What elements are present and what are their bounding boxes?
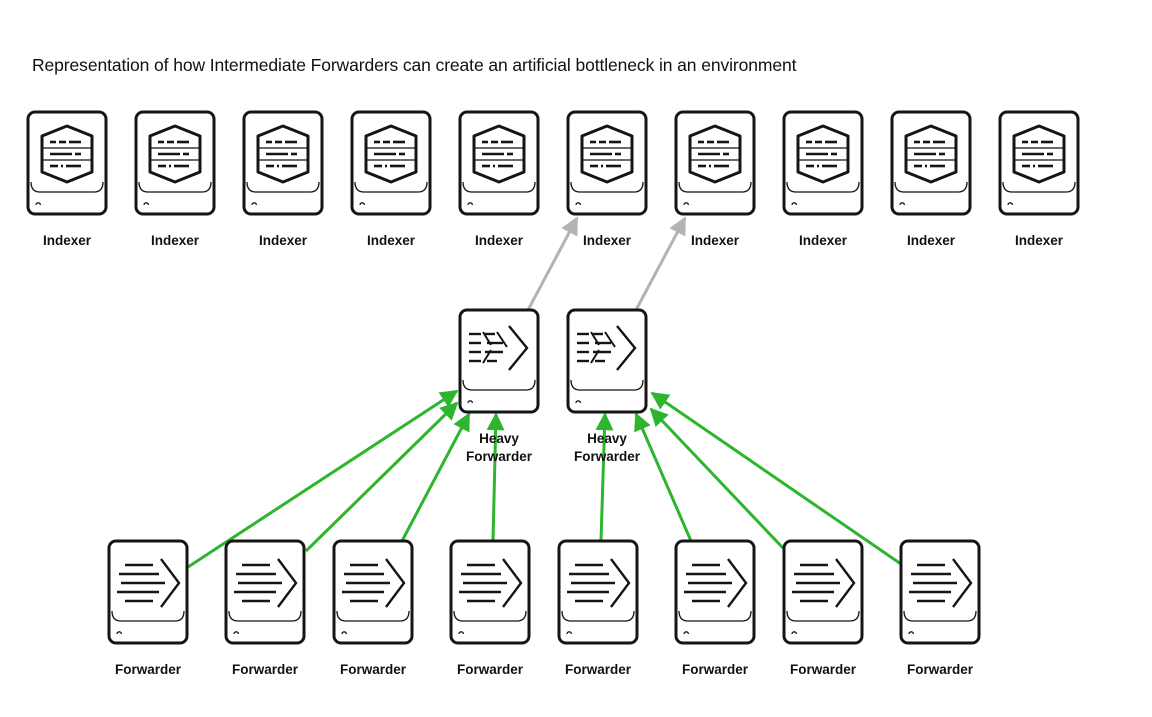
- status-led: [116, 631, 123, 635]
- status-led: [791, 631, 798, 635]
- heavy-forwarder-icon: [577, 325, 637, 371]
- status-led: [359, 202, 366, 206]
- data-flow-arrow: [304, 401, 459, 553]
- indexer-node[interactable]: Indexer: [134, 110, 216, 248]
- data-flow-arrow: [486, 412, 505, 542]
- indexer-label: Indexer: [151, 233, 200, 248]
- status-led: [566, 631, 573, 635]
- forwarder-node[interactable]: Forwarder: [449, 539, 531, 677]
- forwarder-label: Forwarder: [340, 662, 407, 677]
- forwarder-label: Forwarder: [457, 662, 524, 677]
- forwarder-icon: [792, 558, 856, 608]
- indexer-node[interactable]: Indexer: [674, 110, 756, 248]
- forwarder-node[interactable]: Forwarder: [107, 539, 189, 677]
- indexer-node[interactable]: Indexer: [26, 110, 108, 248]
- data-flow-arrow: [187, 389, 459, 569]
- nodes: Indexer Indexer Indexer Indexer Indexer Index…: [26, 110, 1080, 677]
- forwarder-node[interactable]: Forwarder: [899, 539, 981, 677]
- forwarder-icon: [684, 558, 748, 608]
- indexer-icon: [472, 124, 526, 184]
- indexer-node[interactable]: Indexer: [890, 110, 972, 248]
- forwarder-icon: [909, 558, 973, 608]
- forwarder-node[interactable]: Forwarder: [782, 539, 864, 677]
- indexer-node[interactable]: Indexer: [350, 110, 432, 248]
- status-led: [143, 202, 150, 206]
- forwarder-node[interactable]: Forwarder: [224, 539, 306, 677]
- forwarder-icon: [117, 558, 181, 608]
- output-arrow: [634, 216, 687, 311]
- indexer-icon: [1012, 124, 1066, 184]
- forwarder-label: Forwarder: [115, 662, 182, 677]
- indexer-label: Indexer: [259, 233, 308, 248]
- status-led: [791, 202, 798, 206]
- data-flow-arrow: [634, 412, 693, 542]
- indexer-label: Indexer: [367, 233, 416, 248]
- indexer-node[interactable]: Indexer: [782, 110, 864, 248]
- indexer-label: Indexer: [1015, 233, 1064, 248]
- forwarder-label: Forwarder: [232, 662, 299, 677]
- status-led: [458, 631, 465, 635]
- status-led: [341, 631, 348, 635]
- data-flow-arrow: [595, 412, 614, 542]
- forwarder-label: Forwarder: [565, 662, 632, 677]
- indexer-label: Indexer: [583, 233, 632, 248]
- status-led: [575, 202, 582, 206]
- heavy-forwarder-icon: [469, 325, 529, 371]
- status-led: [899, 202, 906, 206]
- status-led: [908, 631, 915, 635]
- forwarder-icon: [234, 558, 298, 608]
- indexer-icon: [796, 124, 850, 184]
- indexer-node[interactable]: Indexer: [458, 110, 540, 248]
- indexer-label: Indexer: [43, 233, 92, 248]
- indexer-icon: [40, 124, 94, 184]
- forwarder-label: Forwarder: [790, 662, 857, 677]
- heavy-forwarder-label: Forwarder: [574, 449, 641, 464]
- heavy-forwarder-label: Heavy: [587, 431, 627, 446]
- heavy-forwarder-label: Forwarder: [466, 449, 533, 464]
- forwarder-label: Forwarder: [682, 662, 749, 677]
- connections: [187, 216, 902, 569]
- indexer-label: Indexer: [691, 233, 740, 248]
- forwarder-icon: [567, 558, 631, 608]
- indexer-node[interactable]: Indexer: [566, 110, 648, 248]
- forwarder-node[interactable]: Forwarder: [674, 539, 756, 677]
- heavy-forwarder-label: Heavy: [479, 431, 519, 446]
- indexer-label: Indexer: [475, 233, 524, 248]
- status-led: [467, 400, 474, 404]
- forwarder-node[interactable]: Forwarder: [332, 539, 414, 677]
- status-led: [233, 631, 240, 635]
- status-led: [575, 400, 582, 404]
- forwarder-node[interactable]: Forwarder: [557, 539, 639, 677]
- forwarder-label: Forwarder: [907, 662, 974, 677]
- indexer-node[interactable]: Indexer: [998, 110, 1080, 248]
- status-led: [1007, 202, 1014, 206]
- forwarder-icon: [459, 558, 523, 608]
- diagram-title: Representation of how Intermediate Forwa…: [32, 55, 797, 75]
- forwarder-icon: [342, 558, 406, 608]
- data-flow-arrow: [400, 412, 471, 542]
- output-arrow: [526, 216, 579, 311]
- indexer-icon: [688, 124, 742, 184]
- indexer-label: Indexer: [907, 233, 956, 248]
- indexer-node[interactable]: Indexer: [242, 110, 324, 248]
- data-flow-arrow: [650, 391, 902, 566]
- indexer-icon: [580, 124, 634, 184]
- status-led: [683, 202, 690, 206]
- indexer-icon: [148, 124, 202, 184]
- status-led: [251, 202, 258, 206]
- status-led: [683, 631, 690, 635]
- data-flow-arrow: [649, 407, 785, 550]
- indexer-icon: [364, 124, 418, 184]
- status-led: [467, 202, 474, 206]
- indexer-icon: [256, 124, 310, 184]
- indexer-label: Indexer: [799, 233, 848, 248]
- status-led: [35, 202, 42, 206]
- indexer-icon: [904, 124, 958, 184]
